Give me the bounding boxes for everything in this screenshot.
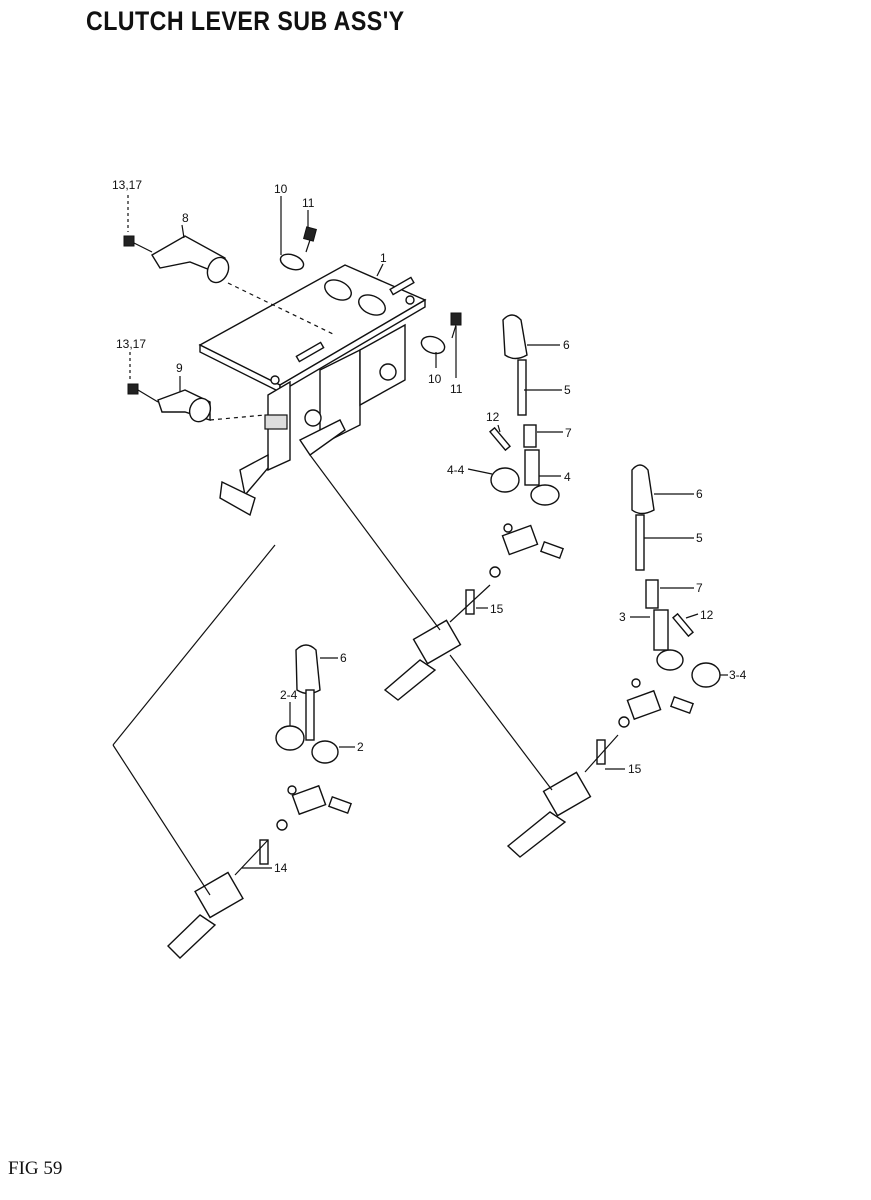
callout-15-lower: 15 (628, 762, 642, 776)
pivot-tube-1 (324, 279, 386, 316)
lever-2-assembly (259, 644, 353, 865)
callout-1: 1 (380, 251, 387, 265)
page-title: CLUTCH LEVER SUB ASS'Y (86, 6, 405, 36)
callout-2-4: 2-4 (280, 688, 298, 702)
callout-13-17-lower: 13,17 (116, 337, 146, 351)
callout-5-right: 5 (696, 531, 703, 545)
lever-3-assembly (596, 464, 721, 765)
callout-11-lower: 11 (450, 382, 463, 396)
callout-6-lower-left: 6 (340, 651, 347, 665)
callout-7-upper: 7 (565, 426, 572, 440)
callout-3-4: 3-4 (729, 668, 747, 682)
cable-15-lower (506, 734, 619, 858)
callout-3: 3 (619, 610, 626, 624)
callout-labels: 13,17 8 10 11 1 13,17 9 10 11 6 5 12 7 4… (112, 178, 747, 875)
callout-14: 14 (274, 861, 288, 875)
callout-8: 8 (182, 211, 189, 225)
cable-15-upper (383, 584, 491, 701)
pin-10-lower (420, 335, 446, 355)
callout-2: 2 (357, 740, 364, 754)
arm-9 (127, 383, 212, 423)
bolt-11-lower (450, 312, 462, 339)
bracket-assembly (198, 264, 427, 517)
leader-lines (127, 195, 728, 869)
callout-15-upper: 15 (490, 602, 504, 616)
pin-10-upper (279, 253, 305, 271)
callout-4-4: 4-4 (447, 463, 465, 477)
callout-7-right: 7 (696, 581, 703, 595)
lever-4-assembly (465, 314, 565, 615)
callout-12-right: 12 (700, 608, 714, 622)
figure-number: FIG 59 (8, 1158, 63, 1179)
callout-6-upper-middle: 6 (563, 338, 570, 352)
cable-14 (167, 839, 269, 959)
callout-5-upper-middle: 5 (564, 383, 571, 397)
callout-6-right: 6 (696, 487, 703, 501)
arm-8 (123, 235, 230, 284)
callout-10-lower: 10 (428, 372, 442, 386)
callout-9: 9 (176, 361, 183, 375)
callout-11-upper: 11 (302, 196, 315, 210)
callout-4: 4 (564, 470, 571, 484)
callout-13-17-upper: 13,17 (112, 178, 142, 192)
callout-10-upper: 10 (274, 182, 288, 196)
callout-12-upper: 12 (486, 410, 500, 424)
bolt-11-upper (303, 226, 317, 253)
